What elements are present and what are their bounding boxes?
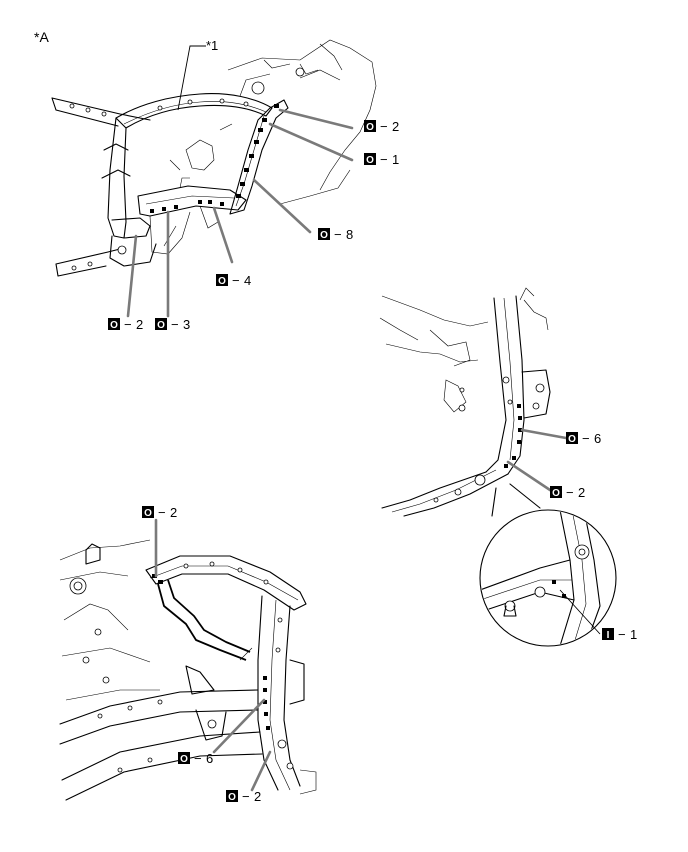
callout-symbol: O xyxy=(366,122,374,133)
callout-sep: − xyxy=(380,119,388,134)
callout-number: 2 xyxy=(578,485,585,500)
callout-number: 2 xyxy=(254,789,261,804)
callout-symbol: O xyxy=(218,276,226,287)
callout-sep: − xyxy=(232,273,240,288)
callout-symbol: O xyxy=(180,754,188,765)
callout-top-3: O − 3 xyxy=(155,317,190,332)
callout-top-2b: O − 2 xyxy=(108,317,143,332)
callout-symbol: O xyxy=(552,488,560,499)
callout-bottom-2b: O − 2 xyxy=(226,789,261,804)
callout-sep: − xyxy=(618,627,626,642)
callout-symbol: O xyxy=(366,155,374,166)
callout-number: 1 xyxy=(630,627,637,642)
callout-sep: − xyxy=(171,317,179,332)
callout-bottom-6: O − 6 xyxy=(178,751,213,766)
callout-sep: − xyxy=(194,751,202,766)
callout-top-2: O − 2 xyxy=(364,119,399,134)
callout-sep: − xyxy=(566,485,574,500)
callout-top-4: O − 4 xyxy=(216,273,251,288)
top-view xyxy=(51,39,377,318)
callout-number: 2 xyxy=(392,119,399,134)
callout-symbol: O xyxy=(144,508,152,519)
callout-sep: − xyxy=(334,227,342,242)
callout-symbol: O xyxy=(228,792,236,803)
bottom-view xyxy=(59,518,317,801)
part-callout-1: *1 xyxy=(206,38,218,53)
callout-right-2: O − 2 xyxy=(550,485,585,500)
callout-number: 1 xyxy=(392,152,399,167)
callout-number: 8 xyxy=(346,227,353,242)
callout-number: 2 xyxy=(136,317,143,332)
callout-sep: − xyxy=(158,505,166,520)
callout-number: 3 xyxy=(183,317,190,332)
callout-symbol: O xyxy=(110,320,118,331)
callout-number: 6 xyxy=(206,751,213,766)
callout-number: 6 xyxy=(594,431,601,446)
callout-right-6: O − 6 xyxy=(566,431,601,446)
callout-symbol: O xyxy=(568,434,576,445)
callout-sep: − xyxy=(582,431,590,446)
callout-symbol: O xyxy=(320,230,328,241)
right-view xyxy=(379,287,617,647)
callout-sep: − xyxy=(124,317,132,332)
callout-bottom-2a: O − 2 xyxy=(142,505,177,520)
callout-sep: − xyxy=(242,789,250,804)
callout-sep: − xyxy=(380,152,388,167)
callout-number: 4 xyxy=(244,273,251,288)
callout-symbol: O xyxy=(157,320,165,331)
figure-label: *A xyxy=(34,29,49,45)
callout-symbol: I xyxy=(607,630,610,641)
callout-number: 2 xyxy=(170,505,177,520)
callout-top-8: O − 8 xyxy=(318,227,353,242)
callout-right-i1: I − 1 xyxy=(602,627,637,642)
callout-top-1: O − 1 xyxy=(364,152,399,167)
